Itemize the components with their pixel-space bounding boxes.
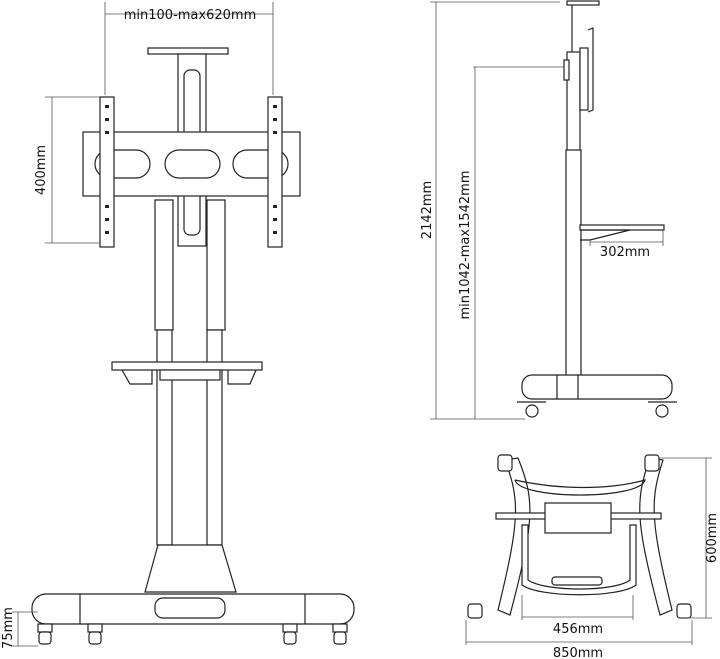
wheel-height-label: 75mm — [1, 607, 16, 649]
bottom-view — [465, 454, 712, 645]
side-view — [430, 0, 677, 420]
total-width-label: 850mm — [553, 646, 603, 659]
total-height-label: 2142mm — [420, 181, 435, 239]
vesa-height-label: 400mm — [34, 145, 49, 195]
mount-height-label: min1042-max1542mm — [458, 170, 473, 319]
front-view — [12, 2, 355, 647]
inner-width-label: 456mm — [553, 622, 603, 637]
vesa-width-label: min100-max620mm — [124, 8, 256, 23]
shelf-depth-label: 302mm — [600, 245, 650, 260]
base-depth-label: 600mm — [705, 513, 720, 563]
